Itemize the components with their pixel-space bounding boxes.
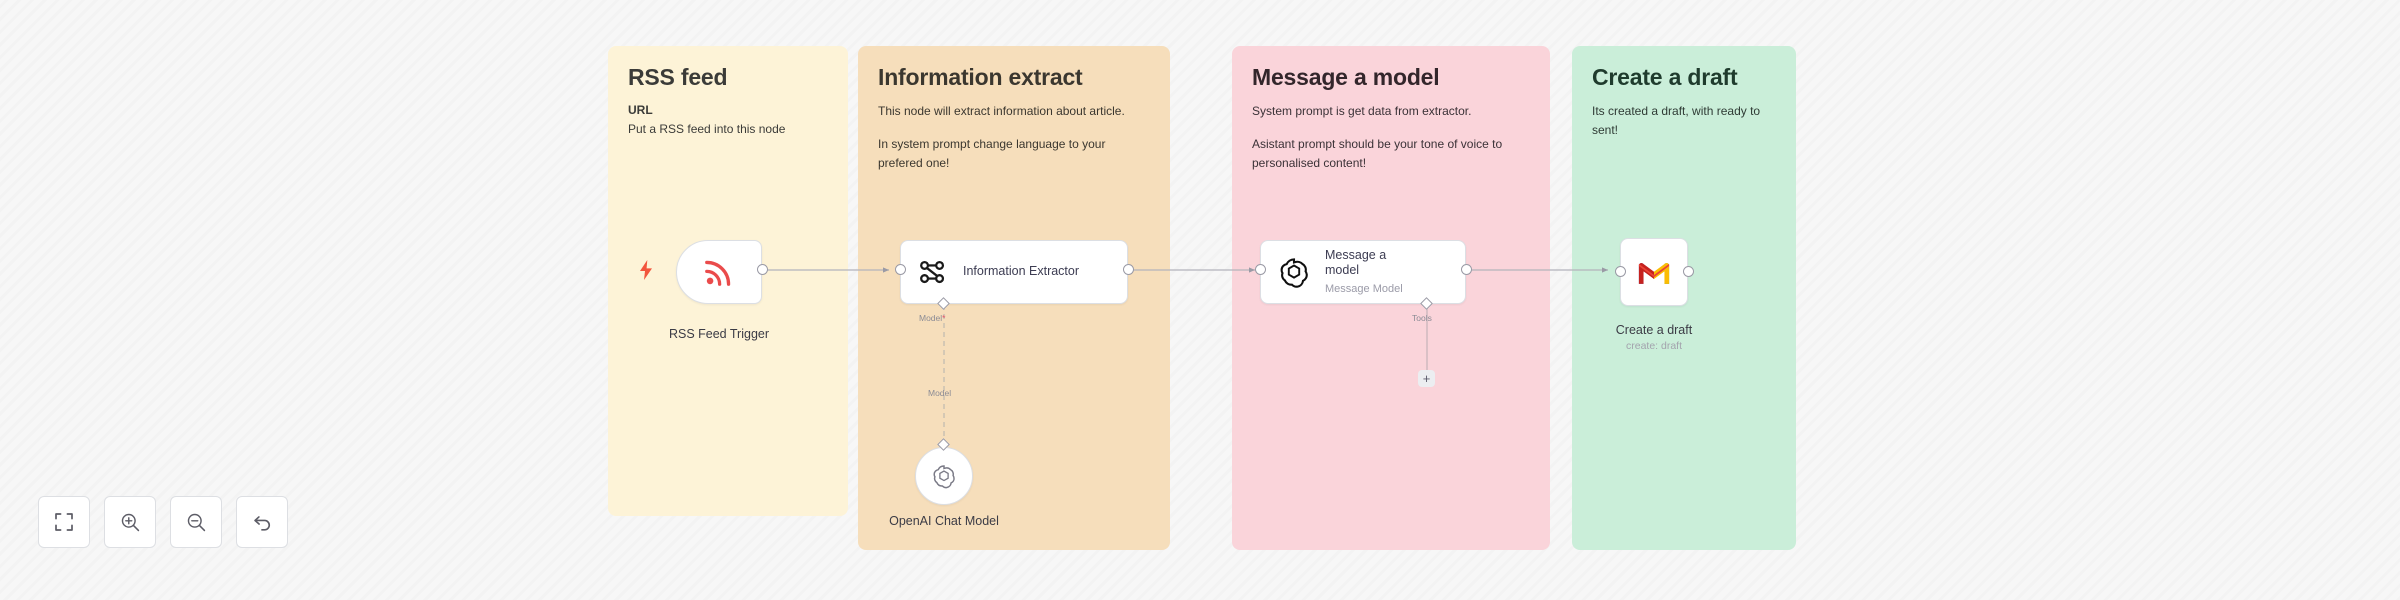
fit-view-icon bbox=[54, 512, 74, 532]
required-marker: * bbox=[942, 313, 946, 323]
zoom-out-icon bbox=[186, 512, 207, 533]
sticky-title-message-a-model: Message a model bbox=[1252, 64, 1440, 90]
sticky-paragraph: Put a RSS feed into this node bbox=[628, 121, 786, 136]
zoom-in-button[interactable] bbox=[104, 496, 156, 548]
node-title: Message a model bbox=[1325, 247, 1387, 278]
caption-text: OpenAI Chat Model bbox=[889, 514, 999, 528]
sticky-title-information-extract: Information extract bbox=[878, 64, 1083, 90]
sticky-paragraph: In system prompt change language to your… bbox=[878, 137, 1106, 170]
plus-icon: + bbox=[1422, 371, 1431, 386]
gmail-icon bbox=[1637, 259, 1671, 286]
node-label-information-extractor: Information Extractor bbox=[963, 264, 1079, 280]
port-message-input[interactable] bbox=[1255, 264, 1266, 275]
port-gmail-input[interactable] bbox=[1615, 266, 1626, 277]
zoom-out-button[interactable] bbox=[170, 496, 222, 548]
connector-label-text: Tools bbox=[1412, 313, 1432, 323]
connector-label-tools: Tools bbox=[1412, 314, 1432, 323]
sticky-title-rss-feed: RSS feed bbox=[628, 64, 728, 90]
node-message-a-model[interactable]: Message a model Message Model bbox=[1260, 240, 1466, 304]
port-message-output[interactable] bbox=[1461, 264, 1472, 275]
connector-label-chat-model: Model bbox=[928, 389, 951, 398]
connector-label-extractor-model: Model* bbox=[919, 314, 945, 323]
node-label-message-a-model: Message a model Message Model bbox=[1325, 248, 1417, 297]
rss-icon bbox=[702, 255, 736, 289]
canvas-toolbar bbox=[38, 496, 288, 548]
node-caption-rss-feed-trigger: RSS Feed Trigger bbox=[636, 326, 802, 342]
node-information-extractor[interactable]: Information Extractor bbox=[900, 240, 1128, 304]
sticky-paragraph: System prompt is get data from extractor… bbox=[1252, 104, 1472, 119]
port-rss-output[interactable] bbox=[757, 264, 768, 275]
port-extractor-input[interactable] bbox=[895, 264, 906, 275]
trigger-bolt-icon bbox=[638, 260, 654, 285]
sticky-subhead-url: URL bbox=[628, 103, 653, 118]
add-tool-button[interactable]: + bbox=[1418, 370, 1435, 387]
node-gmail-create-draft[interactable] bbox=[1620, 238, 1688, 306]
connector-label-text: Model bbox=[928, 388, 952, 398]
fit-view-button[interactable] bbox=[38, 496, 90, 548]
port-gmail-output[interactable] bbox=[1683, 266, 1694, 277]
sticky-paragraph: This node will extract information about… bbox=[878, 104, 1125, 119]
node-caption-openai-chat-model: OpenAI Chat Model bbox=[864, 513, 1024, 529]
undo-icon bbox=[252, 512, 273, 533]
node-subtitle: Message Model bbox=[1325, 282, 1403, 295]
node-title: Information Extractor bbox=[963, 264, 1080, 279]
port-extractor-output[interactable] bbox=[1123, 264, 1134, 275]
connector-label-text: Model bbox=[919, 313, 943, 323]
zoom-in-icon bbox=[120, 512, 141, 533]
node-caption-gmail-create-draft: Create a draft create: draft bbox=[1584, 322, 1724, 354]
sticky-paragraph: Its created a draft, with ready to sent! bbox=[1592, 104, 1761, 138]
node-openai-chat-model[interactable] bbox=[915, 447, 973, 505]
node-rss-feed-trigger[interactable] bbox=[676, 240, 762, 304]
sticky-paragraph: Asistant prompt should be your tone of v… bbox=[1252, 137, 1503, 170]
caption-text: Create a draft bbox=[1615, 323, 1693, 337]
caption-text: RSS Feed Trigger bbox=[668, 327, 770, 341]
sticky-title-create-a-draft: Create a draft bbox=[1592, 64, 1738, 90]
information-extractor-icon bbox=[915, 257, 951, 287]
openai-icon bbox=[930, 462, 958, 490]
openai-icon bbox=[1275, 256, 1313, 288]
reset-button[interactable] bbox=[236, 496, 288, 548]
caption-subtext: create: draft bbox=[1625, 340, 1683, 353]
